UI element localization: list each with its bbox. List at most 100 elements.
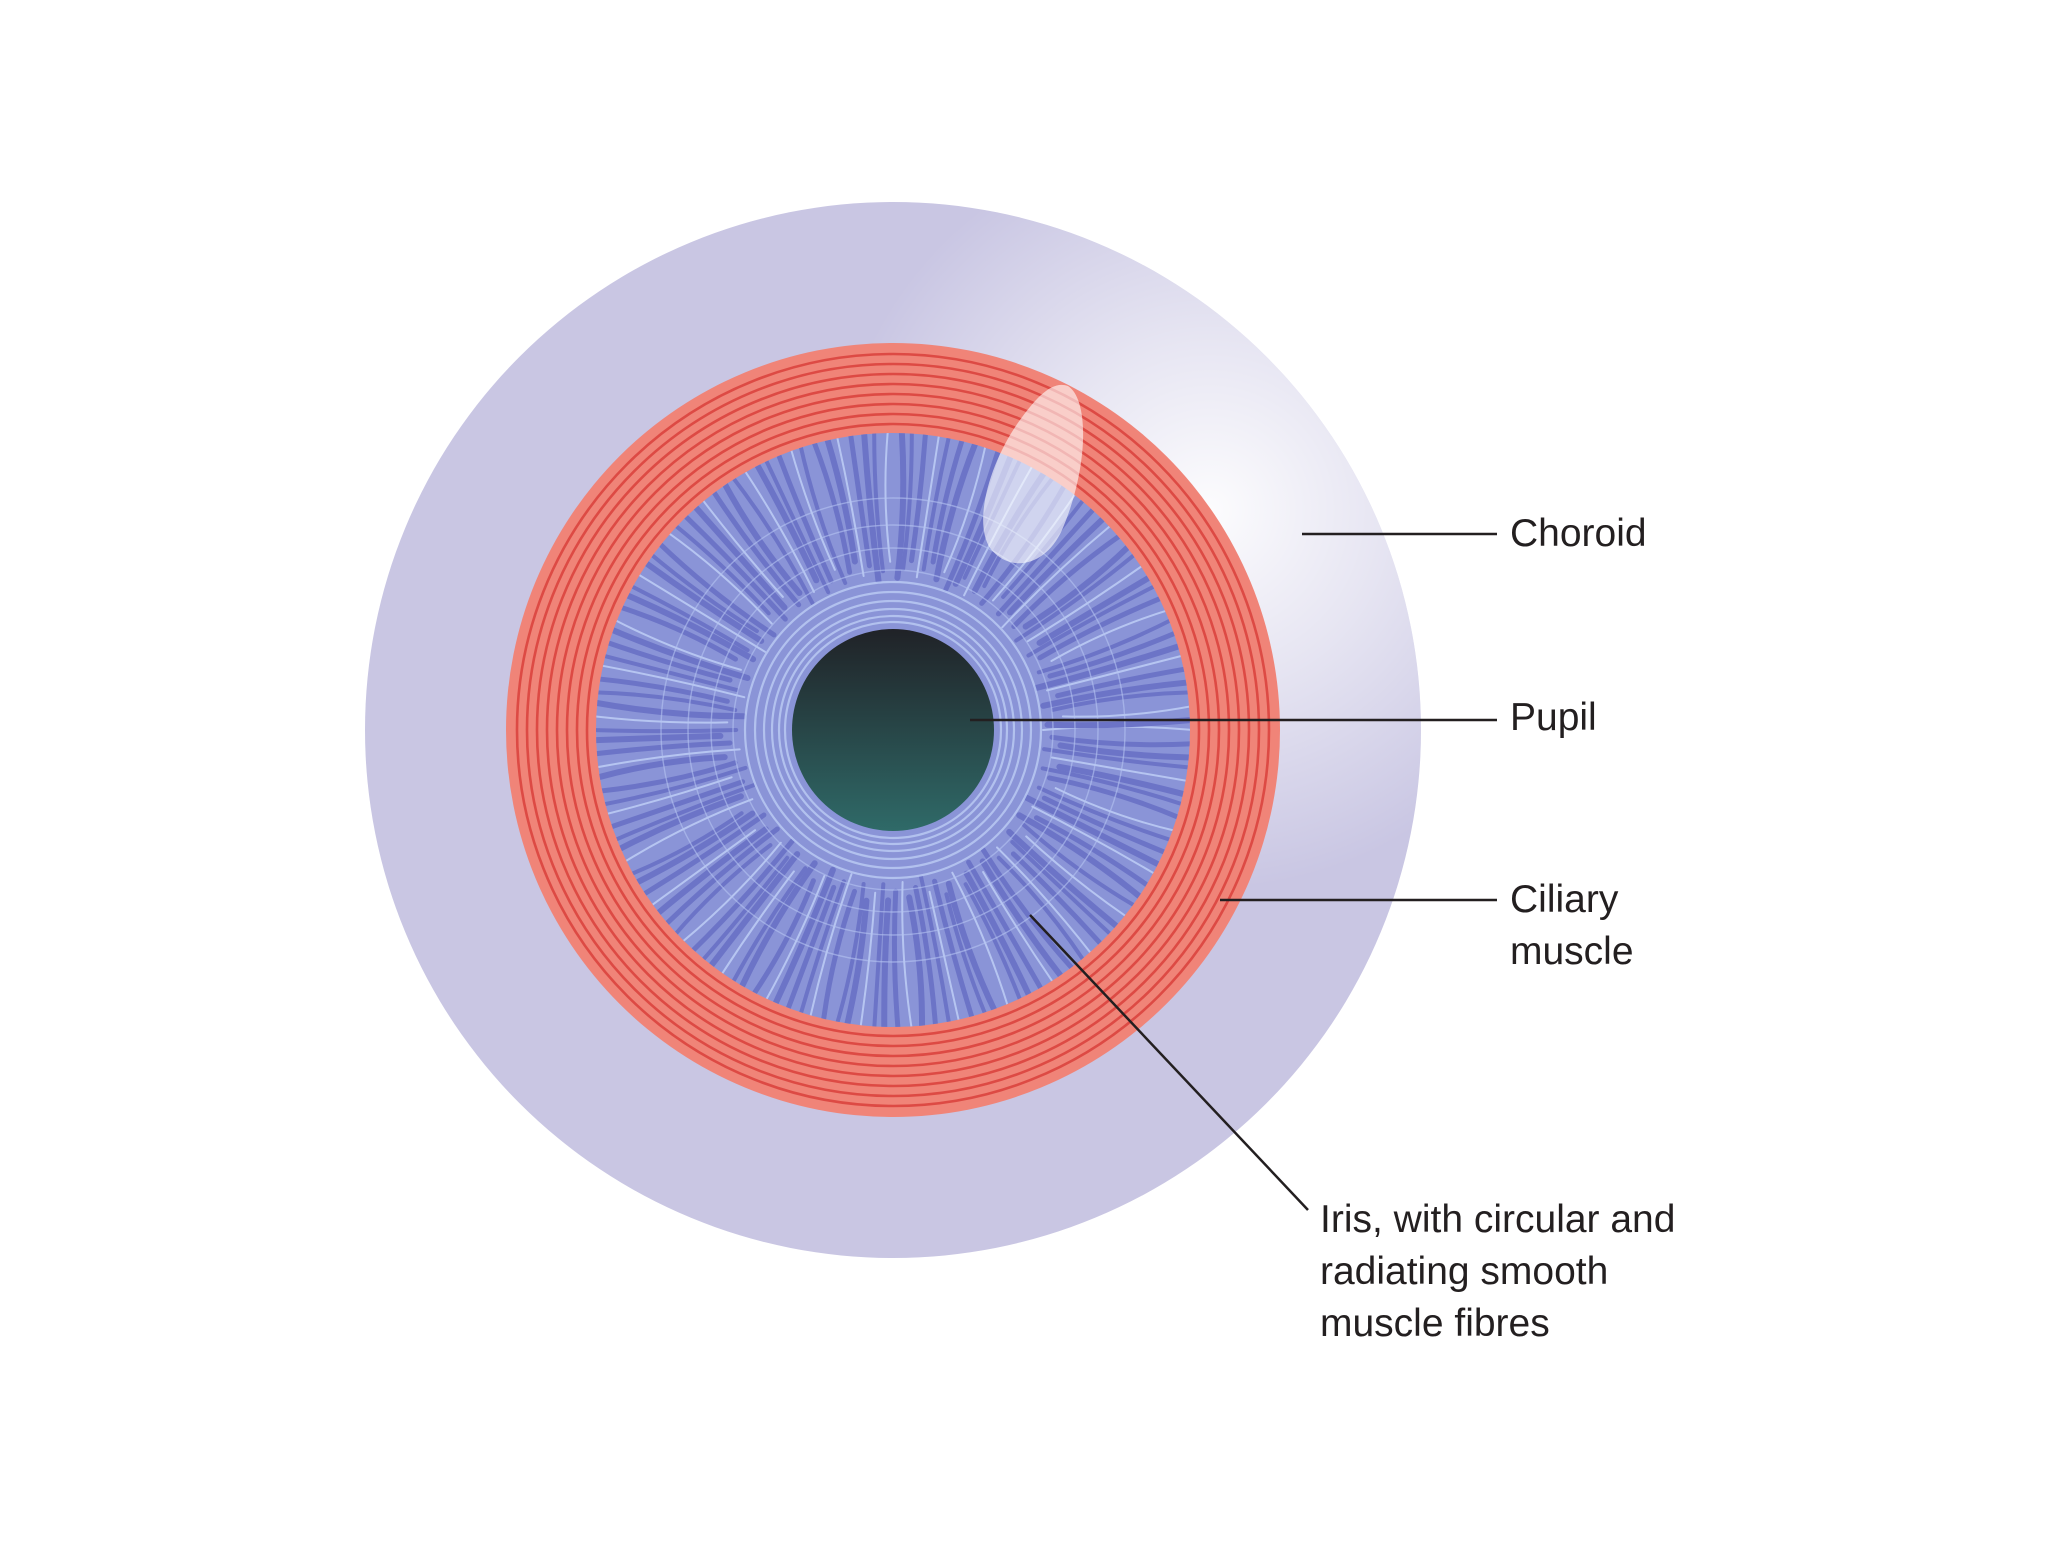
iris-radial-fibre [699, 855, 790, 964]
iris-radial-fibre [823, 434, 858, 565]
iris-radial-fibre [996, 855, 1087, 964]
iris-radial-fibre [1047, 630, 1180, 679]
iris-radial-fibre [628, 583, 750, 653]
iris-radial-fibre [928, 890, 961, 1024]
iris-radial-fibre [996, 846, 1093, 956]
iris-radial-fibre [872, 433, 885, 574]
iris-radial-fibre [963, 870, 1033, 1000]
iris-circular-fibre [770, 607, 1016, 853]
specular-highlight [983, 384, 1084, 564]
iris-radial-fibre [1025, 835, 1129, 919]
iris-radial-fibre [730, 474, 815, 606]
iris-radial-fibre [932, 878, 975, 1022]
iris-radial-fibre [789, 447, 836, 571]
iris-radial-fibre [596, 748, 741, 769]
ciliary-ring [555, 392, 1231, 1068]
iris-circular-fibre [710, 547, 1076, 913]
iris-radial-fibre [599, 664, 746, 699]
iris-radial-fibre [933, 438, 979, 583]
iris-circular-fibres [660, 497, 1126, 963]
iris-radial-fibre [596, 754, 728, 781]
iris-radial-fibre [1036, 785, 1174, 843]
ciliary-ring [565, 402, 1221, 1058]
iris-radial-fibre [963, 882, 1023, 1004]
iris-circular-fibre [783, 620, 1003, 840]
iris-radial-fibre [835, 434, 865, 577]
iris-radial-fibre [1056, 763, 1189, 798]
iris-circular-fibre [777, 614, 1009, 846]
iris-radial-fibre [1040, 679, 1190, 709]
iris-radial-fibre [861, 433, 882, 584]
iris-radial-fibre [995, 505, 1098, 617]
iris-radial-fibre [719, 870, 795, 977]
iris-radial-fibre [966, 859, 1045, 993]
iris-radial-fibre [1050, 609, 1169, 662]
iris-radial-fibre [872, 882, 886, 1027]
iris-radial-fibre [743, 468, 815, 593]
iris-radial-fibre [750, 878, 816, 998]
iris-radial-fibre [891, 888, 901, 1027]
iris-radial-fibre [913, 885, 939, 1027]
iris-radial-fibre [604, 776, 733, 816]
iris-radial-fibre [720, 479, 803, 596]
iris-radial-fibre [1054, 787, 1177, 832]
ciliary-ring [585, 422, 1201, 1038]
iris-radial-fibre [930, 435, 966, 565]
iris-radial-fibre [764, 875, 826, 1003]
iris-radial-fibre [1049, 734, 1190, 748]
ciliary-ring [515, 352, 1271, 1108]
iris-radial-fibre [1051, 690, 1190, 712]
iris-radial-fibre [628, 811, 744, 877]
iris-radial-fibre [884, 433, 892, 563]
iris-radial-fibre [901, 881, 913, 1027]
iris-radial-fibre [979, 858, 1066, 981]
iris-radial-fibre [901, 433, 914, 571]
iris-radial-fibre [771, 866, 836, 1009]
ciliary-ring [535, 372, 1251, 1088]
iris-radial-fibre [603, 639, 733, 683]
iris-radial-fibre [1011, 532, 1124, 629]
iris-radial-fibre [622, 591, 757, 663]
iris-radial-fibre [763, 456, 831, 595]
ciliary-muscle-rings [515, 352, 1271, 1108]
iris-radial-fibre [1057, 742, 1190, 761]
ciliary-ring [575, 412, 1211, 1048]
iris-radial-fibre [894, 433, 907, 581]
iris-radial-fibre [615, 793, 744, 853]
iris-radial-fibre [653, 826, 769, 918]
ciliary-ring [545, 382, 1241, 1078]
iris-radial-fibre [909, 433, 929, 564]
iris-radial-fibre [641, 559, 765, 644]
iris-radial-fibre [881, 897, 892, 1027]
iris-radial-fibre [1022, 542, 1133, 630]
iris-radial-fibre [1042, 747, 1190, 770]
iris-circular-fibre [743, 580, 1043, 880]
iris-radial-fibre [662, 826, 780, 928]
leader-lines [970, 532, 1497, 1211]
iris-circular-fibre [762, 599, 1024, 861]
iris-radial-fibre [680, 841, 782, 944]
iris-radial-fibre [672, 522, 771, 616]
iris-radial-fibre [636, 572, 766, 653]
iris-radial-fibre [1016, 812, 1145, 901]
iris-radial-fibre [1023, 794, 1164, 869]
choroid-label: Choroid [1510, 512, 1647, 555]
iris-radial-fibre [666, 531, 773, 625]
iris-radial-fibre [775, 450, 834, 584]
ciliary-ring [525, 362, 1261, 1098]
iris-radial-fibre [1046, 654, 1185, 692]
iris [596, 433, 1190, 1027]
iris-radial-fibre [622, 798, 754, 864]
iris-radial-fibre [1033, 642, 1184, 691]
iris-circular-fibre [753, 590, 1033, 870]
iris-radial-fibre [943, 443, 987, 574]
iris-radial-fibre [1044, 716, 1190, 729]
iris-radial-fibre [737, 860, 818, 992]
iris-radial-fibre [596, 715, 729, 724]
iris-radial-fibre [1014, 551, 1138, 643]
iris-radial-fibre [710, 487, 802, 608]
iris-radial-fibre [784, 884, 837, 1014]
iris-radial-fibre [982, 871, 1055, 985]
